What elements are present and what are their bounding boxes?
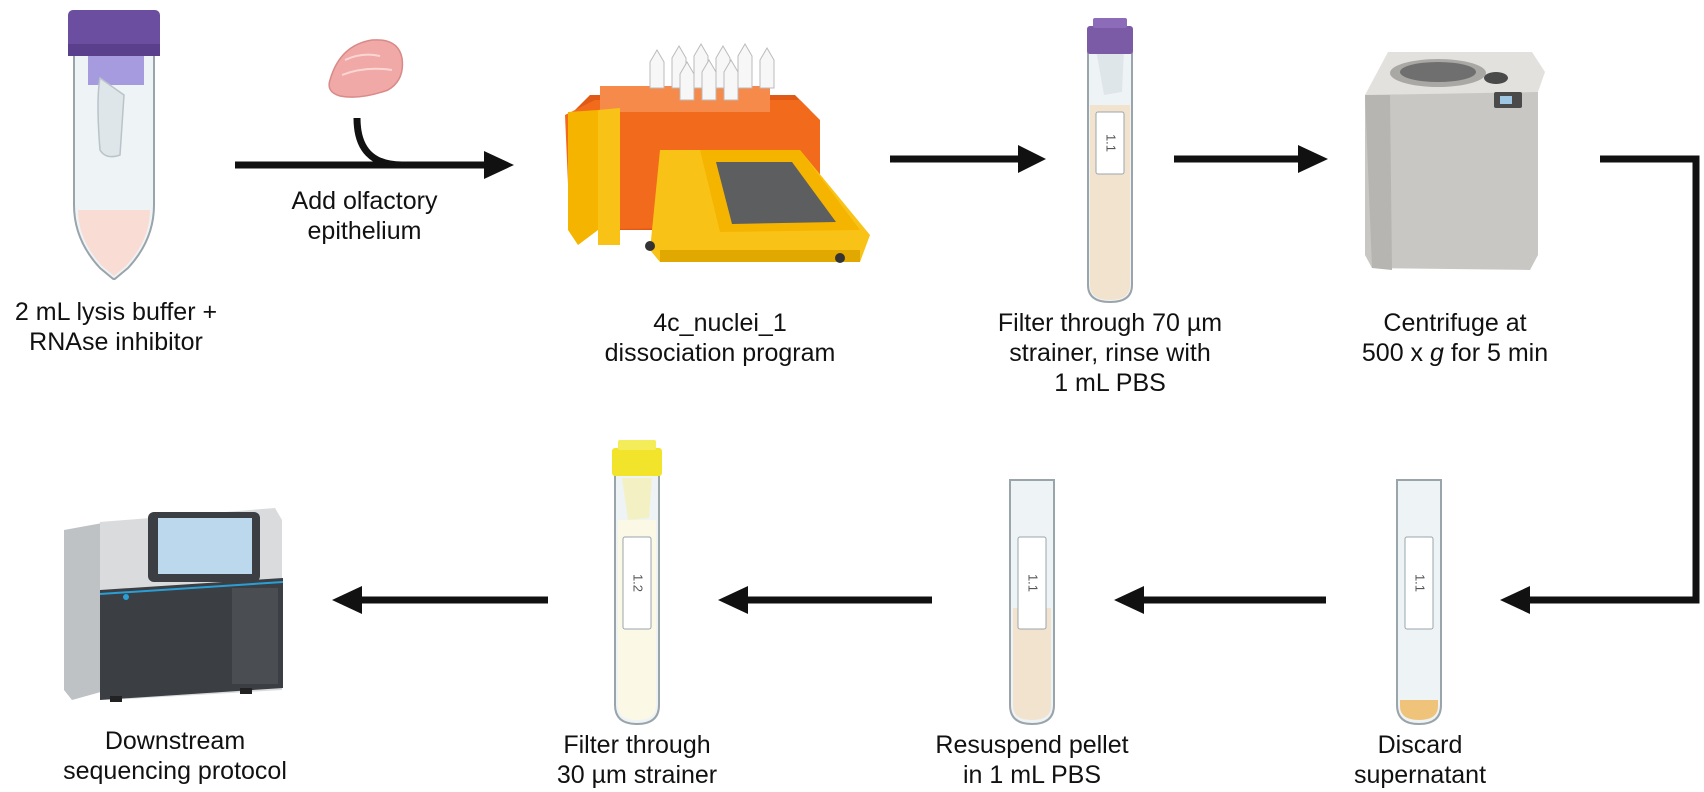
step-label-discard: Discard supernatant <box>1320 730 1520 790</box>
speed-suffix: for 5 min <box>1443 339 1549 367</box>
label-line: Discard <box>1377 731 1463 759</box>
label-line: RNAse inhibitor <box>29 328 203 356</box>
tissue-icon <box>328 39 404 98</box>
centrifuge-icon <box>1365 52 1545 270</box>
label-line: in 1 mL PBS <box>962 761 1102 789</box>
step-label-resuspend: Resuspend pellet in 1 mL PBS <box>902 730 1162 790</box>
step-label-add: Add olfactory epithelium <box>262 186 467 246</box>
label-line: Filter through <box>563 731 711 759</box>
label-line: 2 mL lysis buffer + <box>14 298 218 326</box>
arrow-lysis-to-dissociator <box>235 117 514 179</box>
label-line: sequencing protocol <box>63 757 287 785</box>
label-line: dissociation program <box>604 339 836 367</box>
tube-label: 1.1 <box>1413 574 1428 592</box>
arrow-discard-to-resuspend <box>1114 586 1326 614</box>
step-label-centrifuge: Centrifuge at 500 x g for 5 min <box>1320 308 1590 368</box>
speed-prefix: 500 x <box>1361 339 1430 367</box>
label-line: strainer, rinse with <box>1009 339 1211 367</box>
arrow-filter30-to-sequencer <box>332 586 548 614</box>
step-label-filter30: Filter through 30 µm strainer <box>512 730 762 790</box>
conical-tube-icon <box>68 10 160 280</box>
arrow-resuspend-to-filter30 <box>718 586 932 614</box>
dissociator-icon <box>565 43 870 263</box>
tube-icon <box>1087 18 1133 304</box>
tube-icon <box>1396 479 1442 726</box>
arrow-centrifuge-to-discard <box>1500 155 1700 614</box>
arrow-filter70-to-centrifuge <box>1174 145 1328 173</box>
label-line: 4c_nuclei_1 <box>653 309 787 337</box>
label-line: supernatant <box>1353 761 1487 789</box>
arrow-dissociator-to-filter70 <box>890 145 1046 173</box>
tube-icon <box>1009 479 1055 726</box>
step-label-dissociation: 4c_nuclei_1 dissociation program <box>560 308 880 368</box>
label-line: Add olfactory <box>291 187 438 215</box>
label-line: 1 mL PBS <box>1054 369 1166 397</box>
tube-icon <box>612 440 662 726</box>
step-label-downstream: Downstream sequencing protocol <box>30 726 320 786</box>
label-line: Filter through 70 µm <box>997 309 1223 337</box>
label-line: Downstream <box>104 727 246 755</box>
tube-label: 1.1 <box>1104 134 1119 152</box>
label-line: 30 µm strainer <box>556 761 718 789</box>
label-line: epithelium <box>307 217 422 245</box>
step-label-lysis: 2 mL lysis buffer + RNAse inhibitor <box>0 297 232 357</box>
tube-label: 1.2 <box>631 574 646 592</box>
step-label-filter70: Filter through 70 µm strainer, rinse wit… <box>970 308 1250 398</box>
label-line: Centrifuge at <box>1383 309 1527 337</box>
tube-label: 1.1 <box>1026 574 1041 592</box>
label-line-speed: 500 x g for 5 min <box>1320 338 1590 368</box>
sequencer-icon <box>64 508 284 702</box>
g-force-symbol: g <box>1430 339 1444 367</box>
label-line: Resuspend pellet <box>935 731 1129 759</box>
